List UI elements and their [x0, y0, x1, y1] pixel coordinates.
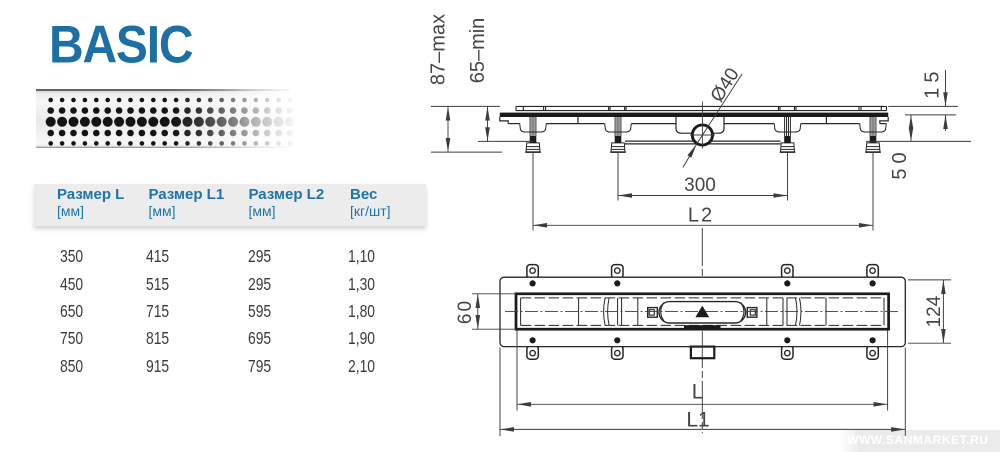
svg-text:300: 300 — [684, 175, 716, 196]
svg-text:50: 50 — [889, 147, 911, 179]
svg-text:124: 124 — [924, 295, 945, 327]
svg-text:L1: L1 — [686, 409, 709, 432]
svg-text:87–max: 87–max — [428, 14, 450, 85]
svg-text:65–min: 65–min — [467, 18, 489, 84]
svg-text:L2: L2 — [688, 205, 714, 227]
svg-text:60: 60 — [455, 299, 476, 324]
svg-text:L: L — [692, 381, 704, 404]
svg-text:Ø40: Ø40 — [707, 64, 744, 106]
svg-text:15: 15 — [922, 66, 944, 98]
